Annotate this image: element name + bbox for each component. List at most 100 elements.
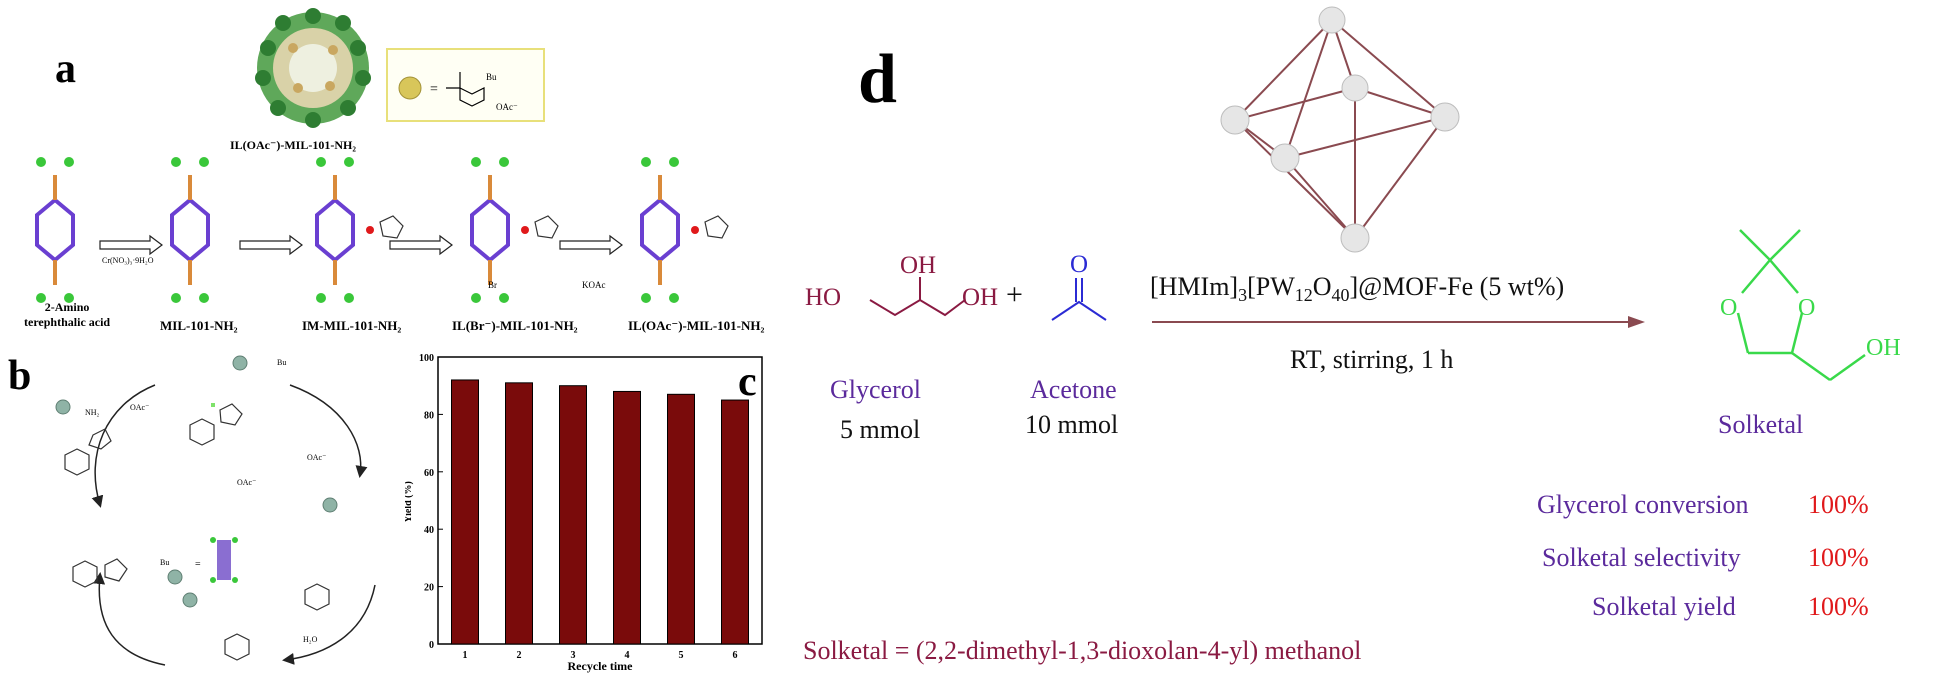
reagent-3: Br [488, 280, 497, 290]
linker-ring [315, 197, 355, 263]
panel-c-letter: c [738, 359, 757, 405]
oxygen-atom [64, 157, 74, 167]
legend-eq: = [430, 82, 438, 97]
oxygen-atom [669, 157, 679, 167]
panel-a-letter: a [55, 46, 76, 92]
oxygen-atom [641, 293, 651, 303]
solketal-structure: O O OH [1720, 229, 1901, 382]
synthesis-scheme [35, 157, 729, 303]
glycerol-amount: 5 mmol [840, 415, 921, 444]
linker-ring [35, 197, 75, 263]
result-yield-value: 100% [1808, 592, 1869, 621]
x-tick-label: 6 [733, 650, 738, 661]
result-conversion-label: Glycerol conversion [1537, 490, 1749, 519]
panel-b-letter: b [8, 353, 32, 399]
bar-2 [505, 382, 533, 645]
oxygen-atom [499, 157, 509, 167]
oxygen-atom [64, 293, 74, 303]
oxygen-atom [344, 293, 354, 303]
glycerol-ho: HO [805, 284, 841, 311]
oxygen-atom [641, 157, 651, 167]
cycle-nh2: NH₂ [85, 408, 100, 417]
reagent-4: KOAc [582, 280, 606, 290]
oxygen-atom [471, 157, 481, 167]
catalytic-cycle: NH₂ OAc⁻ OAc⁻ OAc⁻ Bu Bu = H₂O [55, 355, 376, 666]
amide-atom [521, 226, 529, 234]
x-tick-label: 5 [679, 650, 684, 661]
step4-label: IL(Br⁻)-MIL-101-NH₂ [452, 318, 578, 333]
linker-ring [470, 197, 510, 263]
imidazole-ring [534, 215, 559, 239]
panel-a-top-label: IL(OAc⁻)-MIL-101-NH₂ [230, 138, 356, 152]
solketal-o1: O [1720, 295, 1737, 321]
imidazole-ring [379, 215, 404, 239]
legend-oac: OAc⁻ [496, 102, 518, 112]
cycle-bu-2: Bu [160, 558, 169, 567]
bar-4 [613, 390, 641, 645]
acetone-o: O [1070, 251, 1088, 278]
bars [451, 379, 749, 645]
il-legend-box: = Bu OAc⁻ [386, 48, 545, 122]
oxygen-atom [316, 157, 326, 167]
synthesis-arrow [99, 234, 163, 256]
oxygen-atom [36, 293, 46, 303]
oxygen-atom [171, 157, 181, 167]
synthesis-arrow [389, 234, 453, 256]
il-legend-structure: = Bu OAc⁻ [398, 72, 518, 112]
cycle-eq: = [195, 559, 201, 570]
linker-ring [170, 197, 210, 263]
legend-bu: Bu [486, 72, 497, 82]
cycle-h2o: H₂O [303, 635, 318, 644]
mof-octahedron [1220, 6, 1460, 253]
x-tick-label: 2 [517, 650, 522, 661]
amide-atom [691, 226, 699, 234]
y-axis-label: Yield (%) [405, 481, 414, 523]
solketal-name: Solketal [1718, 410, 1804, 439]
oxygen-atom [471, 293, 481, 303]
mof-cage-image [255, 8, 371, 128]
glycerol-structure: HO OH OH [805, 252, 998, 317]
y-tick-label: 100 [419, 353, 434, 364]
oxygen-atom [199, 157, 209, 167]
oxygen-atom [499, 293, 509, 303]
oxygen-atom [171, 293, 181, 303]
cycle-oac-1: OAc⁻ [307, 453, 326, 462]
oxygen-atom [316, 293, 326, 303]
solketal-footnote: Solketal = (2,2-dimethyl-1,3-dioxolan-4-… [803, 636, 1362, 665]
conditions-label: RT, stirring, 1 h [1290, 345, 1454, 374]
plus-sign: + [1006, 278, 1023, 311]
bar-6 [721, 399, 749, 645]
catalyst-label: [HMIm]3[PW12O40]@MOF-Fe (5 wt%) [1150, 272, 1565, 306]
y-tick-label: 80 [424, 410, 434, 421]
solketal-o2: O [1798, 295, 1815, 321]
cycle-oac-3: OAc⁻ [237, 478, 256, 487]
x-tick-label: 4 [625, 650, 630, 661]
cycle-oac-2: OAc⁻ [130, 403, 149, 412]
y-tick-label: 0 [429, 640, 434, 651]
step5-label: IL(OAc⁻)-MIL-101-NH₂ [628, 318, 765, 333]
oxygen-atom [344, 157, 354, 167]
x-tick-label: 1 [463, 650, 468, 661]
linker-ring [640, 197, 680, 263]
y-tick-label: 40 [424, 525, 434, 536]
step2-label: MIL-101-NH₂ [160, 318, 238, 333]
synthesis-arrow [559, 234, 623, 256]
glycerol-oh-right: OH [962, 284, 998, 311]
chart-frame [437, 356, 763, 645]
result-conversion-value: 100% [1808, 490, 1869, 519]
oxygen-atom [669, 293, 679, 303]
step3-label: IM-MIL-101-NH₂ [302, 318, 402, 333]
result-selectivity-value: 100% [1808, 543, 1869, 572]
synthesis-arrow [239, 234, 303, 256]
result-yield-label: Solketal yield [1592, 592, 1736, 621]
result-selectivity-label: Solketal selectivity [1542, 543, 1741, 572]
x-axis-label: Recycle time [568, 659, 634, 673]
y-tick-label: 60 [424, 468, 434, 479]
imidazole-ring [704, 215, 729, 239]
oxygen-atom [199, 293, 209, 303]
oxygen-atom [36, 157, 46, 167]
